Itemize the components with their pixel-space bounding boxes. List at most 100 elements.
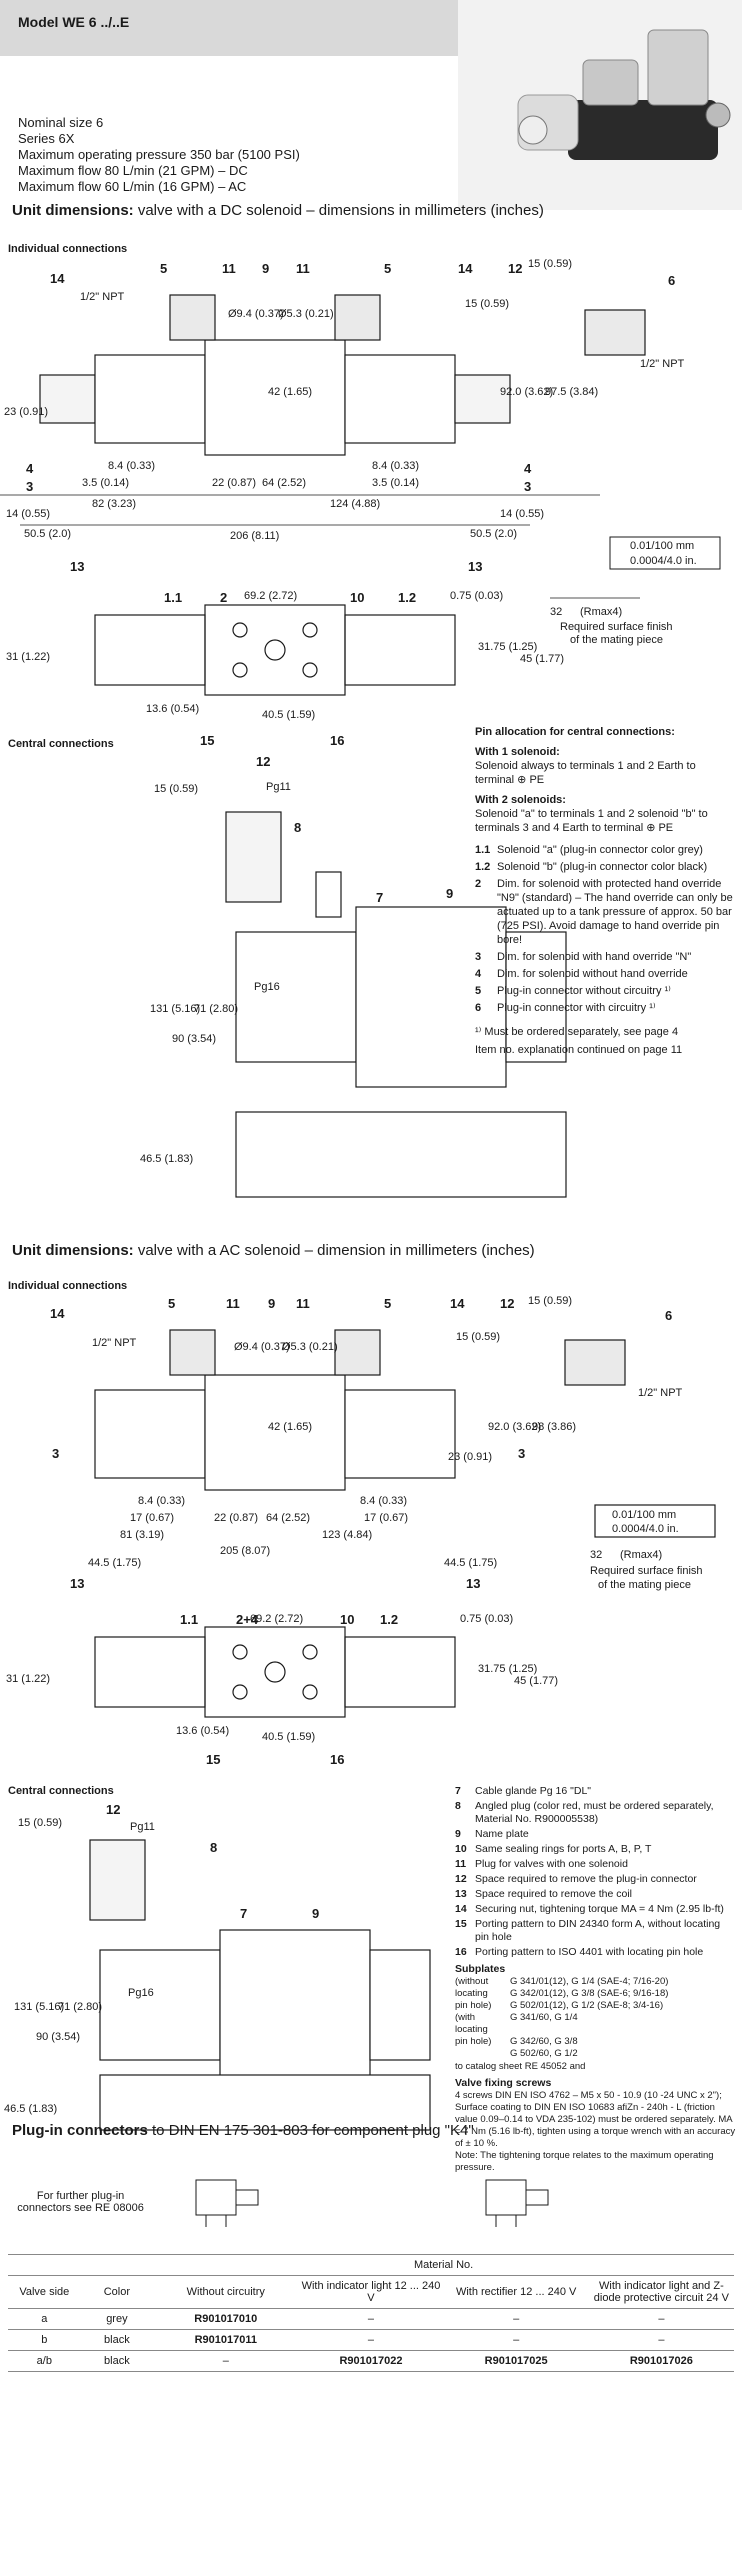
- dc-front-view-diagram: 14 5 11 9 11 5 14 12 6 1/2" NPT 1/2" NPT…: [0, 258, 721, 574]
- legend-text: Space required to remove the coil: [475, 1888, 633, 1900]
- dim-50-5b: 50.5 (2.0): [470, 528, 517, 540]
- legend-text: Space required to remove the plug-in con…: [475, 1873, 697, 1885]
- legend-num: 16: [455, 1946, 467, 1958]
- legend-num: 11: [455, 1858, 467, 1870]
- ac-dim-31-75: 31.75 (1.25): [478, 1663, 537, 1675]
- plug-header: Color: [80, 2275, 154, 2309]
- legend-text: Dim. for solenoid with hand override "N": [497, 951, 692, 963]
- spec-item: Nominal size 6: [18, 115, 104, 130]
- dim-9-4: Ø9.4 (0.37): [228, 308, 284, 320]
- pin-two-text: Solenoid "a" to terminals 1 and 2 soleno…: [475, 808, 708, 834]
- dc-central-diagram: 12 15 (0.59) Pg11 8 7 9 Pg16 131 (5.16) …: [140, 754, 567, 1198]
- callout-9: 9: [262, 261, 269, 276]
- ac-callout-5b: 5: [384, 1296, 391, 1311]
- legend-num: 13: [455, 1888, 467, 1900]
- ac-pg16: Pg16: [128, 1987, 154, 1999]
- ac-dim-9-4: Ø9.4 (0.37): [234, 1341, 290, 1353]
- callout-1-2: 1.2: [398, 590, 416, 605]
- pin-allocation-block: Pin allocation for central connections: …: [475, 725, 737, 1057]
- pin-two-head: With 2 solenoids:: [475, 794, 566, 806]
- ac-dim-42: 42 (1.65): [268, 1421, 312, 1433]
- ac-dim-15c: 15 (0.59): [18, 1817, 62, 1829]
- dim-5-3: Ø5.3 (0.21): [278, 308, 334, 320]
- plug-title-bold: Plug-in connectors: [12, 2122, 148, 2139]
- legend-num: 7: [455, 1785, 461, 1797]
- ac-surface-caption2: of the mating piece: [598, 1579, 691, 1591]
- table-cell: a: [8, 2308, 81, 2330]
- subplate-row: pin hole)G 342/60, G 3/8: [455, 2036, 737, 2048]
- table-cell: R901017010: [153, 2308, 299, 2330]
- ac-front-view-diagram: 14 5 11 9 11 5 14 12 6 1/2" NPT 1/2" NPT…: [50, 1295, 716, 1591]
- spec-item: Maximum flow 60 L/min (16 GPM) – AC: [18, 179, 247, 194]
- valve-screws-text: 4 screws DIN EN ISO 4762 – M5 x 50 - 10.…: [455, 2090, 736, 2149]
- plug-header: With indicator light 12 ... 240 V: [298, 2275, 444, 2309]
- dim-90: 90 (3.54): [172, 1033, 216, 1045]
- ac-callout-11b: 11: [296, 1296, 310, 1311]
- legend-text: Solenoid "b" (plug-in connector color bl…: [497, 861, 708, 873]
- ac-dim-31: 31 (1.22): [6, 1673, 50, 1685]
- legend-num: 9: [455, 1828, 461, 1840]
- callout-2: 2: [220, 590, 227, 605]
- surface-caption2: of the mating piece: [570, 634, 663, 646]
- ac-npt: 1/2" NPT: [92, 1337, 137, 1349]
- model-title: Model WE 6 ../..E: [18, 14, 130, 30]
- table-row: a/b black – R901017022 R901017025 R90101…: [8, 2350, 734, 2372]
- subplate-key: pin hole): [455, 2000, 492, 2011]
- ac-callout-2-4: 2+4: [236, 1612, 259, 1627]
- ac-callout-11: 11: [226, 1296, 240, 1311]
- callout-11b: 11: [296, 261, 310, 276]
- ac-callout-13b: 13: [466, 1576, 480, 1591]
- dim-124: 124 (4.88): [330, 498, 380, 510]
- ac-dim-5-3: Ø5.3 (0.21): [282, 1341, 338, 1353]
- callout-15: 15: [200, 733, 214, 748]
- dim-71: 71 (2.80): [194, 1003, 238, 1015]
- pg11-label: Pg11: [266, 781, 291, 793]
- callout-3: 3: [26, 479, 33, 494]
- ac-callout-9c: 9: [312, 1906, 319, 1921]
- ac-dim-92: 92.0 (3.62): [488, 1421, 541, 1433]
- dim-82: 82 (3.23): [92, 498, 136, 510]
- table-cell: R901017011: [153, 2329, 299, 2351]
- subplate-value: G 341/01(12), G 1/4 (SAE-4; 7/16-20): [510, 1976, 669, 1987]
- ac-dim-69-2: 69.2 (2.72): [250, 1613, 303, 1625]
- material-no-header: Material No.: [153, 2254, 734, 2276]
- ac-dim-46-5: 46.5 (1.83): [4, 2103, 57, 2115]
- table-cell: –: [298, 2308, 444, 2330]
- legend-text: Same sealing rings for ports A, B, P, T: [475, 1843, 652, 1855]
- continued-note: Item no. explanation continued on page 1…: [475, 1044, 683, 1056]
- plug-section-title: Plug-in connectors to DIN EN 175 301-803…: [12, 2122, 474, 2139]
- subplates-note: to catalog sheet RE 45052 and: [455, 2061, 586, 2072]
- dc-individual-label: Individual connections: [8, 243, 128, 255]
- ac-callout-6: 6: [665, 1308, 672, 1323]
- table-cell: –: [443, 2308, 589, 2330]
- dc-central-label: Central connections: [8, 738, 114, 750]
- callout-10: 10: [350, 590, 364, 605]
- callout-13b: 13: [468, 559, 482, 574]
- ac-callout-1-2: 1.2: [380, 1612, 398, 1627]
- dim-8-4b: 8.4 (0.33): [372, 460, 419, 472]
- table-cell: black: [80, 2350, 154, 2372]
- ac-pg11: Pg11: [130, 1821, 155, 1833]
- table-cell: b: [8, 2329, 81, 2351]
- surface-tol1: 0.01/100 mm: [630, 540, 694, 552]
- ac-dim-45: 45 (1.77): [514, 1675, 558, 1687]
- ac-dim-81: 81 (3.19): [120, 1529, 164, 1541]
- callout-5b: 5: [384, 261, 391, 276]
- ac-callout-12: 12: [500, 1296, 514, 1311]
- pg16-label: Pg16: [254, 981, 280, 993]
- legend-text: Securing nut, tightening torque MA = 4 N…: [475, 1903, 724, 1915]
- ac-surface-tol2: 0.0004/4.0 in.: [612, 1523, 679, 1535]
- ac-dim-23: 23 (0.91): [448, 1451, 492, 1463]
- footnote: ¹⁾ Must be ordered separately, see page …: [475, 1026, 679, 1038]
- table-cell: R901017026: [588, 2350, 734, 2372]
- dim-45: 45 (1.77): [520, 653, 564, 665]
- surface-finish-icon: 0.01/100 mm 0.0004/4.0 in.: [609, 536, 721, 570]
- plug-empty-cell: [8, 2254, 154, 2276]
- subplate-key: (with locating: [455, 2012, 488, 2035]
- ac-dim-22: 22 (0.87): [214, 1512, 258, 1524]
